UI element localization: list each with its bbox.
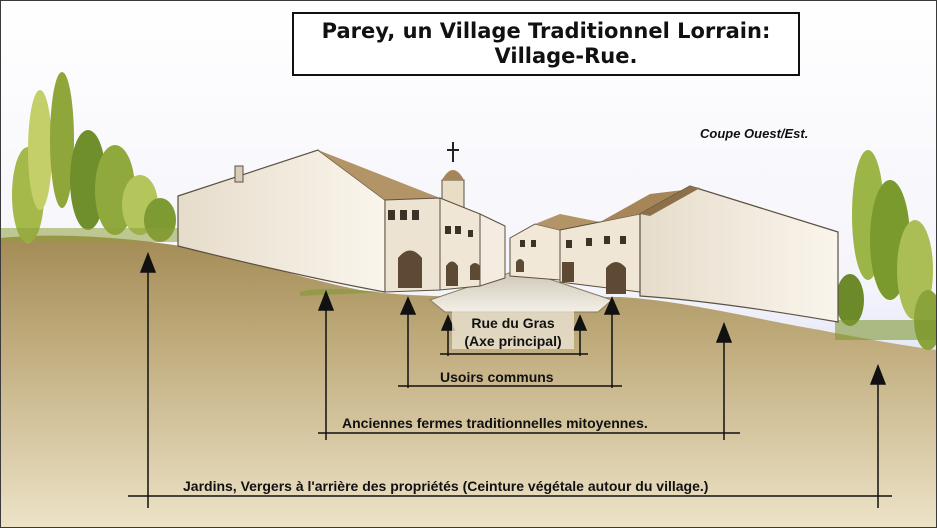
left-trees bbox=[0, 72, 185, 243]
dimension-markers bbox=[128, 251, 892, 508]
jardins-label: Jardins, Vergers à l'arrière des proprié… bbox=[183, 478, 709, 494]
right-row-houses bbox=[509, 188, 700, 294]
fermes-label: Anciennes fermes traditionnelles mitoyen… bbox=[342, 415, 648, 431]
rue-du-gras-label: Rue du Gras (Axe principal) bbox=[448, 314, 578, 350]
section-subtitle: Coupe Ouest/Est. bbox=[700, 126, 809, 141]
title-line-1: Parey, un Village Traditionnel Lorrain: bbox=[321, 19, 771, 43]
right-trees bbox=[835, 150, 937, 350]
rue-label-line-2: (Axe principal) bbox=[464, 333, 562, 349]
left-row-houses bbox=[439, 197, 506, 291]
right-farmhouse bbox=[639, 185, 839, 323]
left-farmhouse bbox=[177, 149, 441, 296]
ground bbox=[0, 235, 937, 528]
usoirs-label: Usoirs communs bbox=[440, 369, 554, 385]
rue-label-line-1: Rue du Gras bbox=[471, 315, 555, 331]
rue-label-box bbox=[452, 311, 574, 349]
title-box: Parey, un Village Traditionnel Lorrain: … bbox=[292, 12, 800, 76]
title-line-2: Village-Rue. bbox=[494, 44, 638, 68]
